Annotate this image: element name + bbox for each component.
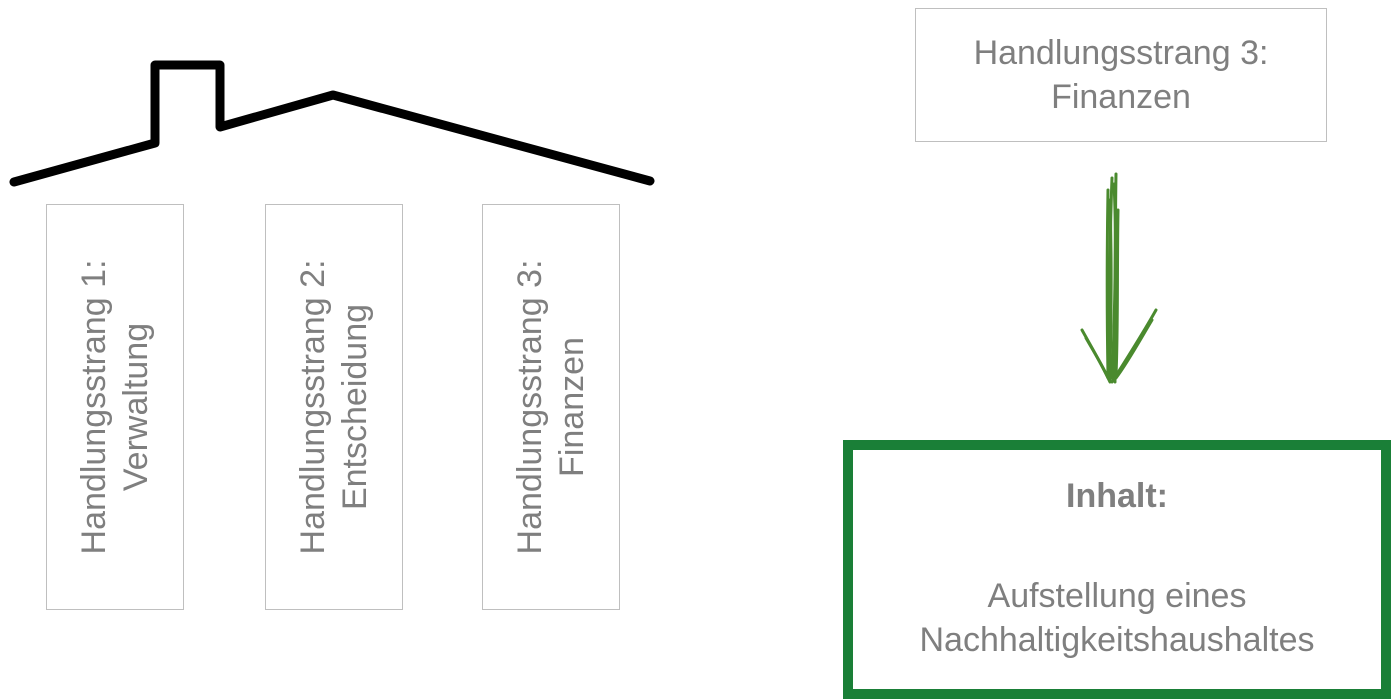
content-line2: Nachhaltigkeitshaushaltes: [919, 621, 1315, 659]
pillar-entscheidung: Handlungsstrang 2: Entscheidung: [265, 204, 403, 610]
content-line1: Aufstellung eines: [987, 577, 1247, 615]
pillar-label: Handlungsstrang 3: Finanzen: [509, 204, 593, 610]
pillar-finanzen: Handlungsstrang 3: Finanzen: [482, 204, 620, 610]
pillar-label-line2: Finanzen: [553, 337, 591, 477]
content-box: Inhalt: Aufstellung eines Nachhaltigkeit…: [843, 440, 1391, 699]
pillar-label: Handlungsstrang 2: Entscheidung: [292, 204, 376, 610]
focus-box-line2: Finanzen: [1051, 78, 1191, 116]
arrow-down-icon: [1080, 172, 1158, 384]
house-roof-icon: [9, 60, 655, 187]
pillar-label-line1: Handlungsstrang 1:: [75, 259, 113, 555]
content-title: Inhalt:: [1066, 477, 1168, 515]
pillar-label-line1: Handlungsstrang 3:: [511, 259, 549, 555]
content-body: Aufstellung eines Nachhaltigkeitshaushal…: [919, 574, 1314, 662]
focus-box-line1: Handlungsstrang 3:: [973, 34, 1269, 72]
pillar-label-line2: Entscheidung: [336, 303, 374, 511]
pillar-verwaltung: Handlungsstrang 1: Verwaltung: [46, 204, 184, 610]
pillar-label: Handlungsstrang 1: Verwaltung: [73, 204, 157, 610]
pillar-label-line2: Verwaltung: [117, 322, 155, 492]
focus-box: Handlungsstrang 3: Finanzen: [915, 8, 1327, 142]
pillar-label-line1: Handlungsstrang 2:: [294, 259, 332, 555]
